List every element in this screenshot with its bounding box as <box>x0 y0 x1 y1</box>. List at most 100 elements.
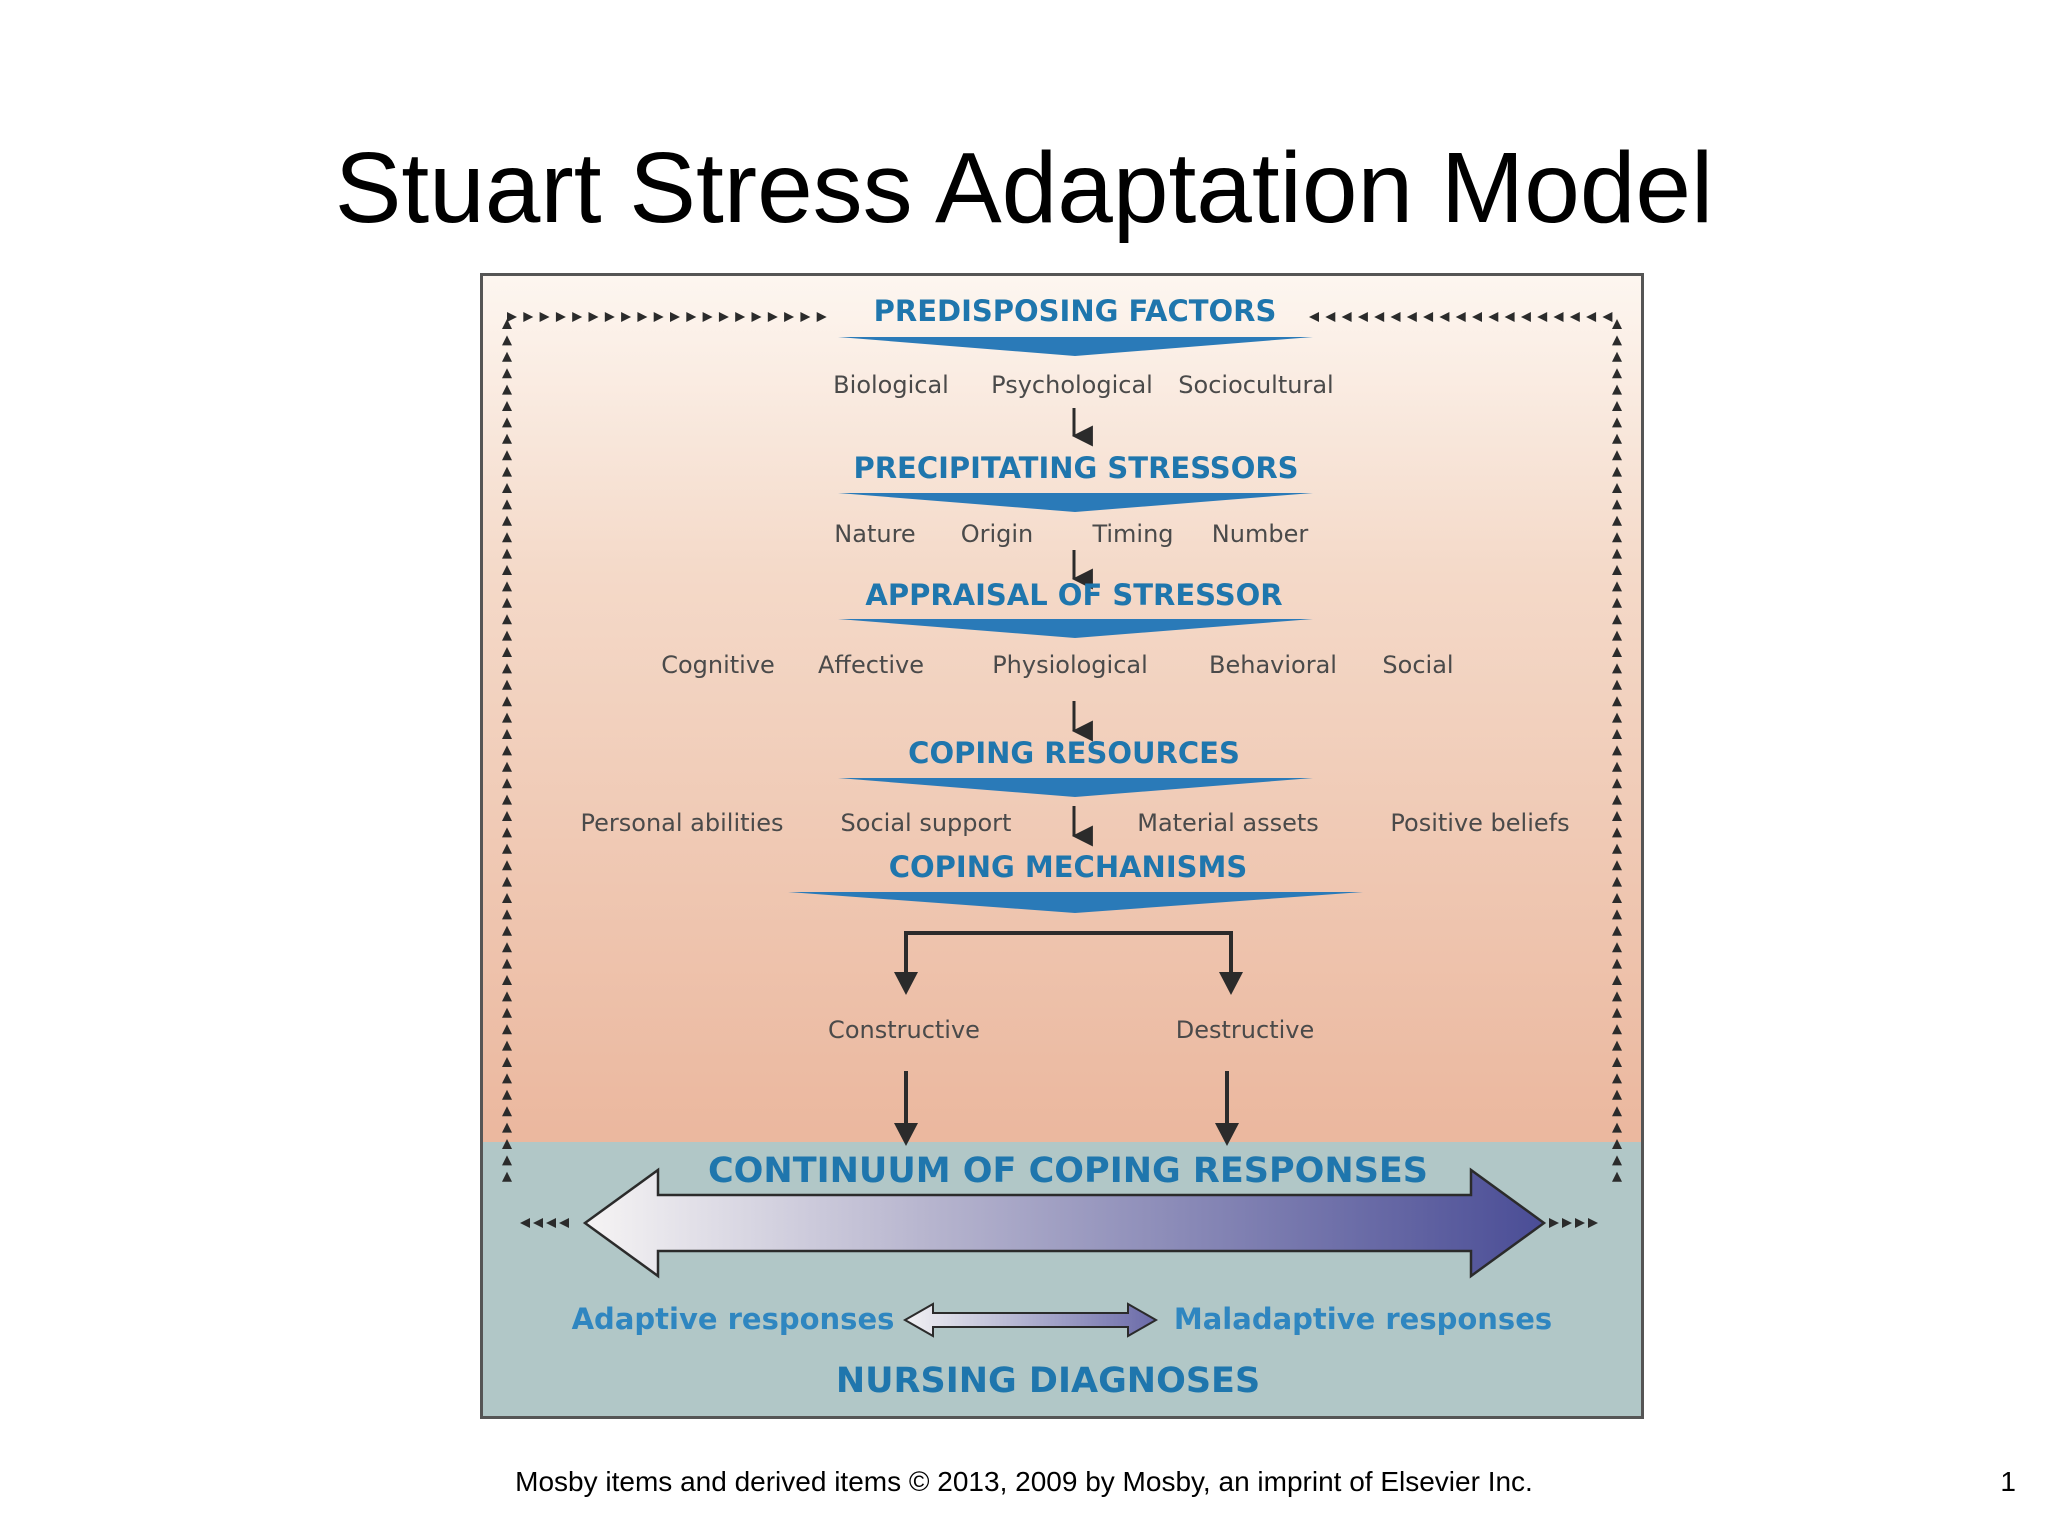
appraisal-physiological: Physiological <box>992 651 1148 679</box>
feedback-triangle <box>1472 312 1482 322</box>
feedback-triangle <box>502 745 512 756</box>
feedback-triangle <box>1520 312 1531 322</box>
feedback-triangle <box>502 483 512 493</box>
feedback-triangle <box>1612 1122 1622 1133</box>
page-number: 1 <box>2000 1466 2016 1497</box>
feedback-triangle <box>800 312 811 322</box>
feedback-triangle <box>523 312 534 322</box>
appraisal-affective: Affective <box>818 651 924 679</box>
chevron-mechanisms <box>788 892 1363 913</box>
feedback-triangle <box>502 450 512 461</box>
feedback-triangle <box>502 417 512 428</box>
feedback-triangle <box>502 860 512 871</box>
feedback-triangle <box>502 794 512 805</box>
feedback-triangle <box>559 1218 569 1228</box>
feedback-triangle <box>1612 909 1622 920</box>
feedback-triangle <box>502 515 512 526</box>
heading-coping-resources: COPING RESOURCES <box>908 736 1240 770</box>
feedback-triangle <box>1612 893 1622 903</box>
feedback-triangle <box>572 312 583 322</box>
feedback-triangle <box>1612 532 1622 543</box>
feedback-triangle <box>1406 312 1417 322</box>
feedback-triangle <box>502 548 512 559</box>
feedback-triangle <box>637 312 648 322</box>
heading-continuum-of-coping-responses: CONTINUUM OF COPING RESPONSES <box>707 1151 1429 1191</box>
feedback-triangle <box>1612 450 1622 461</box>
feedback-triangle <box>702 312 713 322</box>
feedback-triangle <box>1612 565 1622 575</box>
feedback-triangle <box>1390 312 1401 322</box>
feedback-triangle <box>1612 466 1622 477</box>
feedback-triangle <box>1612 1106 1622 1117</box>
feedback-triangle <box>1612 1073 1622 1084</box>
feedback-triangle <box>502 630 512 641</box>
feedback-triangle <box>555 312 566 322</box>
feedback-triangle <box>539 312 550 322</box>
feedback-triangle <box>502 925 512 936</box>
maladaptive-responses-label: Maladaptive responses <box>1173 1302 1553 1336</box>
slide-title: Stuart Stress Adaptation Model <box>334 132 1714 244</box>
feedback-triangle <box>1488 312 1499 322</box>
feedback-triangle <box>502 401 512 411</box>
mechanism-destructive: Destructive <box>1175 1016 1315 1044</box>
feedback-triangle <box>1612 515 1622 526</box>
feedback-triangle <box>1612 647 1622 657</box>
feedback-triangle <box>502 433 512 444</box>
feedback-triangle <box>502 1139 512 1149</box>
copyright-footer: Mosby items and derived items © 2013, 20… <box>515 1466 1533 1497</box>
feedback-triangle <box>502 565 512 575</box>
feedback-triangle <box>1612 1040 1622 1051</box>
feedback-triangle <box>1612 663 1622 674</box>
feedback-triangle <box>1612 1057 1622 1067</box>
resource-social-support: Social support <box>840 809 1012 837</box>
stressor-nature: Nature <box>834 520 916 548</box>
constructive-arrowhead <box>894 1123 918 1146</box>
feedback-triangle <box>1569 312 1580 322</box>
factor-psychological: Psychological <box>991 371 1153 399</box>
feedback-triangle <box>1612 860 1622 871</box>
feedback-triangle <box>520 1218 530 1228</box>
feedback-triangle <box>1612 729 1622 739</box>
factor-biological: Biological <box>833 371 949 399</box>
mechanism-constructive: Constructive <box>828 1016 980 1044</box>
feedback-triangle <box>502 499 512 510</box>
factor-sociocultural: Sociocultural <box>1178 371 1334 399</box>
feedback-triangle <box>502 827 512 838</box>
feedback-triangle <box>502 712 512 723</box>
heading-precipitating-stressors: PRECIPITATING STRESSORS <box>853 451 1299 485</box>
stress-adaptation-diagram: PREDISPOSING FACTORS Biological Psycholo… <box>480 273 1644 1419</box>
feedback-triangle <box>1612 483 1622 493</box>
feedback-triangle <box>1612 614 1622 625</box>
feedback-triangle <box>1612 1155 1622 1166</box>
feedback-dotted-border <box>502 312 1622 1228</box>
coping-responses-band <box>483 1142 1641 1416</box>
feedback-triangle <box>767 312 778 322</box>
adaptive-responses-label: Adaptive responses <box>571 1302 895 1336</box>
feedback-triangle <box>1537 312 1548 322</box>
feedback-triangle <box>502 368 512 379</box>
branch-bracket <box>904 931 1233 984</box>
feedback-triangle <box>502 761 512 772</box>
feedback-triangle <box>502 466 512 477</box>
feedback-triangle <box>502 778 512 789</box>
feedback-triangle <box>1455 312 1466 322</box>
feedback-triangle <box>1325 312 1336 322</box>
heading-coping-mechanisms: COPING MECHANISMS <box>888 850 1248 884</box>
diagram-graphics <box>502 312 1622 1338</box>
feedback-triangle <box>502 1007 512 1018</box>
feedback-triangle <box>1586 312 1597 322</box>
feedback-triangle <box>502 335 512 346</box>
feedback-triangle <box>502 1122 512 1133</box>
feedback-triangle <box>1612 499 1622 510</box>
feedback-triangle <box>1612 433 1622 444</box>
appraisal-behavioral: Behavioral <box>1209 651 1337 679</box>
feedback-triangle <box>1612 1171 1622 1182</box>
feedback-triangle <box>502 1089 512 1100</box>
feedback-triangle <box>533 1218 543 1228</box>
feedback-triangle <box>686 312 697 322</box>
feedback-triangle <box>502 843 512 854</box>
chevron-predisposing <box>838 337 1313 356</box>
feedback-triangle <box>502 351 512 362</box>
feedback-triangle <box>1612 712 1622 723</box>
feedback-triangle <box>1423 312 1434 322</box>
